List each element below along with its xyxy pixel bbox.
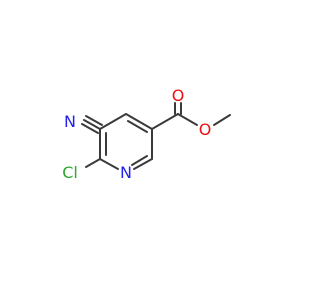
bonds xyxy=(81,102,231,170)
bond-nitrile-1 xyxy=(83,119,101,130)
bond-c2-cl xyxy=(85,158,101,168)
atom-o-carbonyl: O xyxy=(172,86,185,105)
atom-cl: Cl xyxy=(62,163,78,182)
bond-o-methyl xyxy=(213,114,231,126)
atom-n-nitrile: N xyxy=(64,112,76,131)
bond-c6-n1 xyxy=(133,158,153,170)
molecule-structure: N Cl N O O xyxy=(62,86,231,182)
bond-c-o-ester xyxy=(177,113,198,126)
bond-nitrile-2 xyxy=(85,115,103,126)
bond-c4-c5-inner xyxy=(127,120,148,133)
bond-n1-c2 xyxy=(99,158,119,170)
bond-c3-c4 xyxy=(99,113,127,130)
structure-canvas: N Cl N O O xyxy=(62,86,231,182)
atom-labels: N Cl N O O xyxy=(62,86,211,182)
atom-o-ester: O xyxy=(199,120,212,139)
bond-c6-n1-inner xyxy=(131,155,148,166)
bond-nitrile-3 xyxy=(81,123,99,134)
bond-c4-c5 xyxy=(125,113,153,130)
atom-n-ring: N xyxy=(120,163,132,182)
bond-c5-carbonyl-c xyxy=(151,113,179,130)
